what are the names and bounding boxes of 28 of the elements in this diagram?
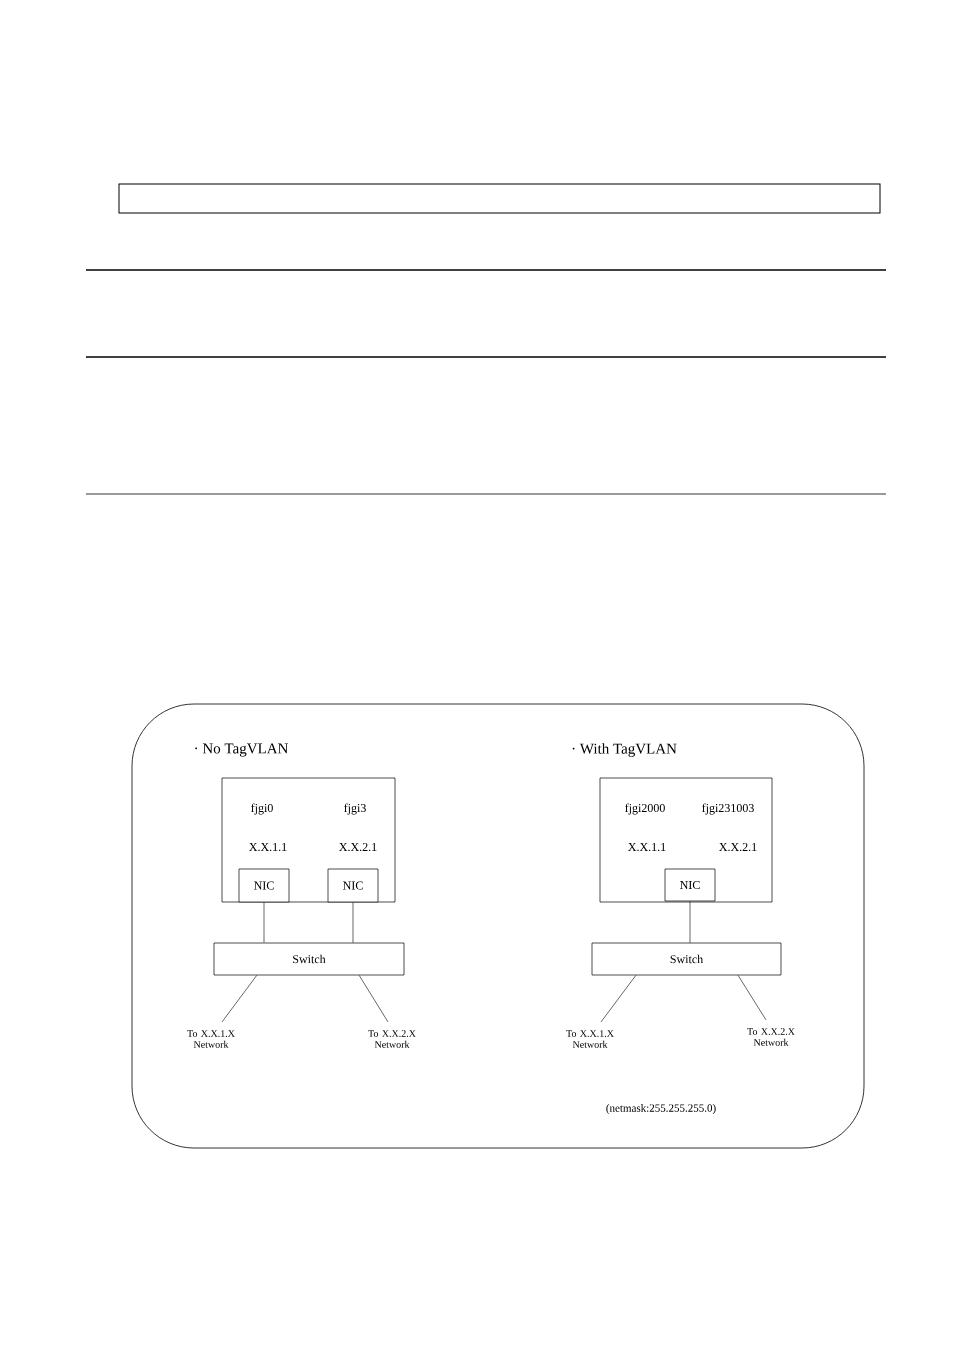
network-label: To X.X.2.X Network (747, 1028, 795, 1046)
network-label: To X.X.1.X Network (566, 1030, 614, 1048)
network-label: To X.X.2.X Network (368, 1030, 416, 1048)
interface-name: fjgi231003 (702, 803, 754, 815)
connection-line (221, 975, 258, 1023)
switch-box: Switch (213, 942, 405, 976)
network-label: To X.X.1.X Network (187, 1030, 235, 1048)
ip-address: X.X.2.1 (719, 842, 757, 852)
interface-name: fjgi2000 (625, 803, 665, 815)
ip-address: X.X.2.1 (339, 842, 377, 852)
connection-line (600, 975, 637, 1023)
connection-line (352, 902, 354, 943)
section-heading: · With TagVLAN (572, 743, 677, 757)
connection-line (358, 975, 389, 1023)
nic-box: NIC (327, 868, 379, 903)
connection-line (689, 901, 691, 943)
nic-box: NIC (664, 868, 716, 902)
rounded-frame (131, 703, 865, 1149)
interface-name: fjgi0 (251, 803, 273, 815)
connection-line (737, 975, 767, 1021)
section-heading: · No TagVLAN (195, 743, 289, 757)
netmask-note: (netmask:255.255.255.0) (606, 1104, 716, 1114)
connection-line (263, 902, 265, 943)
ip-address: X.X.1.1 (628, 842, 666, 852)
interface-name: fjgi3 (344, 803, 366, 815)
ip-address: X.X.1.1 (249, 842, 287, 852)
switch-box: Switch (591, 942, 782, 976)
nic-box: NIC (238, 868, 290, 903)
